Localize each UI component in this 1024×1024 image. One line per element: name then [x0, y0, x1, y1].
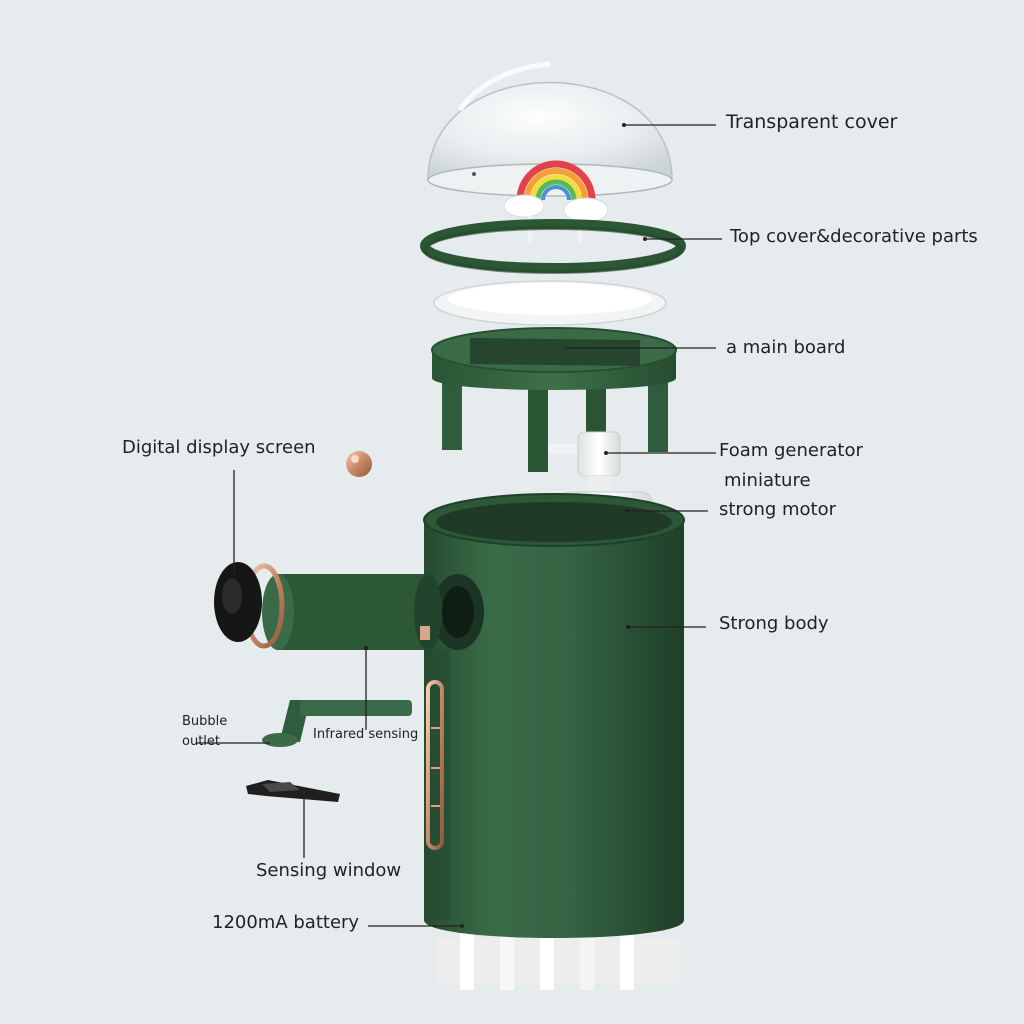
label-outlet: outlet: [182, 734, 220, 749]
label-miniature: miniature: [724, 470, 811, 491]
label-strong-motor: strong motor: [719, 499, 837, 520]
label-top-cover: Top cover&decorative parts: [730, 226, 978, 247]
label-main-board: a main board: [726, 337, 846, 358]
display-barrel-part: [214, 562, 442, 650]
label-sensing-window: Sensing window: [256, 860, 402, 881]
leader-dots: [302, 123, 647, 928]
leader-lines: [196, 124, 722, 927]
sensing-window-part: [246, 780, 340, 802]
bubble-outlet-part: [262, 700, 412, 747]
rainbow-decoration: [503, 160, 609, 244]
label-infrared-sensing: Infrared sensing: [313, 727, 419, 742]
label-foam-generator: Foam generator: [719, 440, 863, 461]
label-bubble: Bubble: [182, 714, 228, 729]
label-digital-display: Digital display screen: [122, 437, 316, 458]
white-disc: [433, 280, 667, 326]
top-cover-ring: [420, 219, 686, 274]
rose-gold-ball: [346, 451, 372, 477]
label-transparent-cover: Transparent cover: [726, 111, 898, 133]
label-strong-body: Strong body: [719, 613, 829, 634]
strong-body-part: [423, 493, 685, 990]
label-battery: 1200mA battery: [212, 912, 360, 933]
main-board-tray: [431, 327, 677, 472]
